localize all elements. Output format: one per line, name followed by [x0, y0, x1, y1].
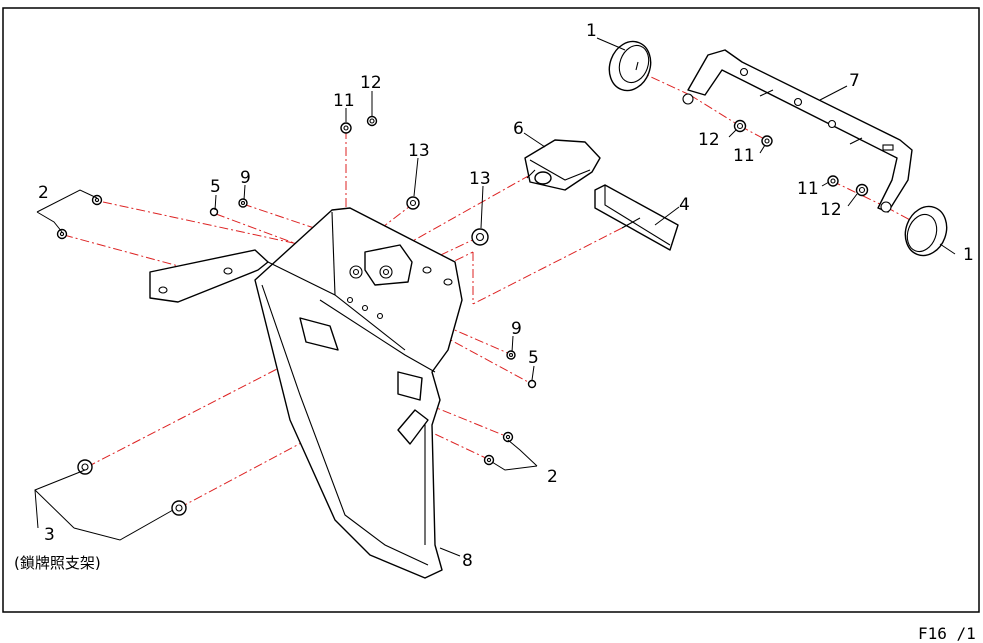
washer-12-b: [733, 119, 747, 133]
reflector-right: [904, 205, 948, 257]
callout-5a: 5: [210, 177, 221, 197]
callout-11a: 11: [333, 91, 355, 111]
nut-3-b: [171, 500, 187, 516]
screw-2-bot-b: [483, 454, 495, 466]
callout-3: 3: [44, 525, 55, 545]
callout-leaders: [34, 37, 956, 557]
screw-2-bot-a: [502, 431, 514, 443]
washer-9-a: [238, 198, 248, 208]
callout-8: 8: [462, 551, 473, 571]
sheet-id: F16 /1: [918, 624, 976, 643]
nut-11-b: [761, 135, 773, 147]
part-note: (鎖牌照支架): [14, 554, 101, 572]
license-lamp: [524, 139, 601, 191]
reflector-left: [608, 40, 652, 92]
callout-2a: 2: [38, 183, 49, 203]
callout-12c: 12: [820, 200, 842, 220]
nut-11-c: [827, 175, 839, 187]
diagram-border: [2, 7, 980, 613]
callout-9a: 9: [240, 168, 251, 188]
callout-12a: 12: [360, 73, 382, 93]
license-plate-holder: [149, 207, 463, 579]
grommet-13-b: [471, 228, 489, 246]
callout-1b: 1: [963, 245, 974, 265]
callout-numbers: 1 1 2 2 3 4 5 5 6 7 8 9 9 11 11 11 12 12…: [38, 21, 974, 571]
callout-12b: 12: [698, 130, 720, 150]
callout-2b: 2: [547, 467, 558, 487]
callout-6: 6: [513, 119, 524, 139]
nut-11-a: [340, 122, 352, 134]
callout-7: 7: [849, 71, 860, 91]
callout-5b: 5: [528, 348, 539, 368]
washer-12-c: [855, 183, 869, 197]
washer-12-a: [366, 115, 378, 127]
callout-13a: 13: [408, 141, 430, 161]
washer-9-b: [506, 350, 516, 360]
grommet-13-a: [406, 196, 420, 210]
callout-9b: 9: [511, 319, 522, 339]
callout-11c: 11: [797, 179, 819, 199]
screw-5-b: [527, 379, 537, 389]
fasteners: [56, 115, 869, 516]
lamp-lens: [594, 184, 679, 251]
plate-bracket: [682, 49, 913, 213]
screw-2-top-a: [91, 194, 103, 206]
callout-11b: 11: [733, 146, 755, 166]
callout-13b: 13: [469, 169, 491, 189]
screw-2-top-b: [56, 228, 68, 240]
callout-1a: 1: [586, 21, 597, 41]
screw-5-a: [209, 207, 219, 217]
callout-4: 4: [679, 195, 690, 215]
